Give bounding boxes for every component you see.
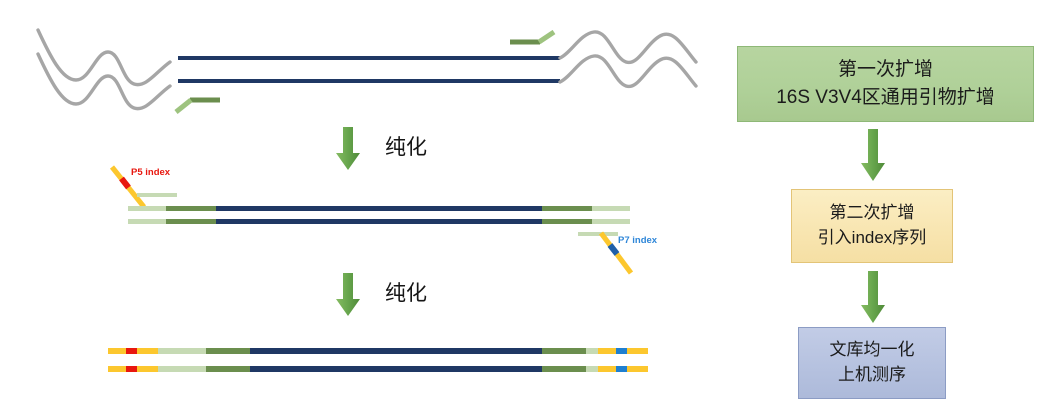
stage3-bottom-primer-right [542, 366, 586, 372]
stage3-bottom-p5-adapter-b [137, 366, 158, 372]
stage1-target-strand-top [178, 56, 560, 60]
stage2-top-adapter-right [592, 206, 630, 211]
p7-index-label: P7 index [618, 235, 658, 246]
stage3-top-p5-adapter-a [108, 348, 126, 354]
flow-step-1-line-2: 16S V3V4区通用引物扩增 [776, 87, 995, 108]
p5-adapter [108, 163, 154, 218]
stage3-bottom-primer-left [206, 366, 250, 372]
flow-arrow-1 [858, 128, 888, 184]
stage1-universal-primer-upper [508, 29, 562, 57]
stage3-top-p5-index [126, 348, 137, 354]
stage2-bottom-primer-right [542, 219, 592, 224]
p7-adapter-tail [578, 232, 618, 236]
stage1-template-wave-left [30, 22, 180, 122]
stage1-target-strand-bottom [178, 79, 560, 83]
stage2-bottom-adapter-right [592, 219, 630, 224]
stage3-bottom-p5-adapter-a [108, 366, 126, 372]
flow-step-2-line-2: 引入index序列 [817, 228, 927, 247]
purify-label-1: 纯化 [385, 136, 427, 159]
stage3-bottom-adapter-left [158, 366, 206, 372]
stage3-bottom-target [250, 366, 542, 372]
p7-adapter [597, 229, 643, 284]
stage3-bottom-p7-adapter-b [627, 366, 648, 372]
stage2-top-target [216, 206, 542, 211]
stage3-top-p7-adapter-b [627, 348, 648, 354]
stage2-top-adapter-left [128, 206, 166, 211]
stage3-top-primer-left [206, 348, 250, 354]
stage3-top-p5-adapter-b [137, 348, 158, 354]
stage3-top-primer-right [542, 348, 586, 354]
flow-step-first-amplification: 第一次扩增 16S V3V4区通用引物扩增 [737, 46, 1034, 122]
stage1-template-wave-right [556, 22, 708, 122]
stage3-top-p7-adapter-a [598, 348, 616, 354]
flow-step-3-line-1: 文库均一化 [829, 340, 915, 360]
stage1-universal-primer-lower [168, 94, 222, 123]
p5-index-label: P5 index [131, 167, 171, 178]
stage3-top-p7-index [616, 348, 627, 354]
flow-step-3-line-2: 上机测序 [838, 365, 906, 384]
flow-step-library-normalization: 文库均一化 上机测序 [798, 327, 946, 399]
purify-arrow-2 [333, 272, 363, 318]
stage3-top-adapter-left [158, 348, 206, 354]
stage3-bottom-p5-index [126, 366, 137, 372]
stage3-top-target [250, 348, 542, 354]
stage2-bottom-adapter-left [128, 219, 166, 224]
stage2-top-primer-left [166, 206, 216, 211]
flow-step-1-line-1: 第一次扩增 [837, 59, 933, 81]
stage3-bottom-p7-index [616, 366, 627, 372]
stage2-top-primer-right [542, 206, 592, 211]
stage2-bottom-target [216, 219, 542, 224]
p5-adapter-tail [137, 193, 177, 197]
flow-step-2-line-1: 第二次扩增 [829, 203, 915, 223]
flow-arrow-2 [858, 270, 888, 326]
stage2-bottom-primer-left [166, 219, 216, 224]
purify-label-2: 纯化 [385, 282, 427, 305]
stage3-bottom-p7-adapter-a [598, 366, 616, 372]
purify-arrow-1 [333, 126, 363, 172]
flow-step-second-amplification: 第二次扩增 引入index序列 [791, 189, 953, 263]
